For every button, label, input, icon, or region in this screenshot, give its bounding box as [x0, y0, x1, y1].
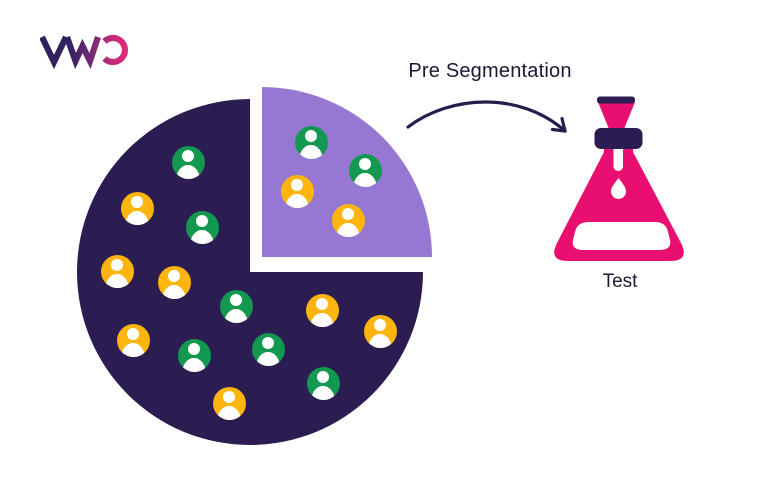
curved-arrow-icon: [406, 100, 567, 133]
user-icon: [280, 174, 314, 208]
arrow-curve: [406, 100, 567, 133]
user-icon: [120, 191, 154, 225]
user-pie-chart: [60, 80, 450, 460]
flask-mouth: [598, 102, 635, 129]
vwo-logo: [40, 34, 129, 70]
user-icon: [306, 366, 340, 400]
pre-segmentation-label: Pre Segmentation: [408, 60, 572, 82]
logo-letter-o-icon: [102, 34, 129, 66]
arrow-head: [550, 116, 567, 133]
user-icon: [116, 323, 150, 357]
user-icon: [331, 203, 365, 237]
user-icon: [348, 153, 382, 187]
user-icon: [100, 254, 134, 288]
flask-droplet-icon: [611, 178, 626, 199]
user-icon: [305, 293, 339, 327]
user-icon: [171, 145, 205, 179]
flask-label: Test: [602, 271, 638, 292]
test-flask-icon: [554, 96, 684, 261]
user-icon: [251, 332, 285, 366]
user-icon: [212, 386, 246, 420]
logo-letter-v-icon: [40, 35, 69, 70]
user-icons-layer: [60, 80, 450, 460]
logo-letter-w-icon: [64, 35, 101, 70]
user-icon: [219, 289, 253, 323]
flask-neck-highlight: [613, 144, 623, 171]
user-icon: [185, 210, 219, 244]
flask-window: [572, 222, 671, 250]
user-icon: [363, 314, 397, 348]
pie-main-slice: [77, 99, 423, 445]
user-icon: [157, 265, 191, 299]
user-icon: [177, 338, 211, 372]
flask-stopper: [594, 128, 643, 149]
flask-rim: [597, 96, 635, 104]
user-icon: [294, 125, 328, 159]
